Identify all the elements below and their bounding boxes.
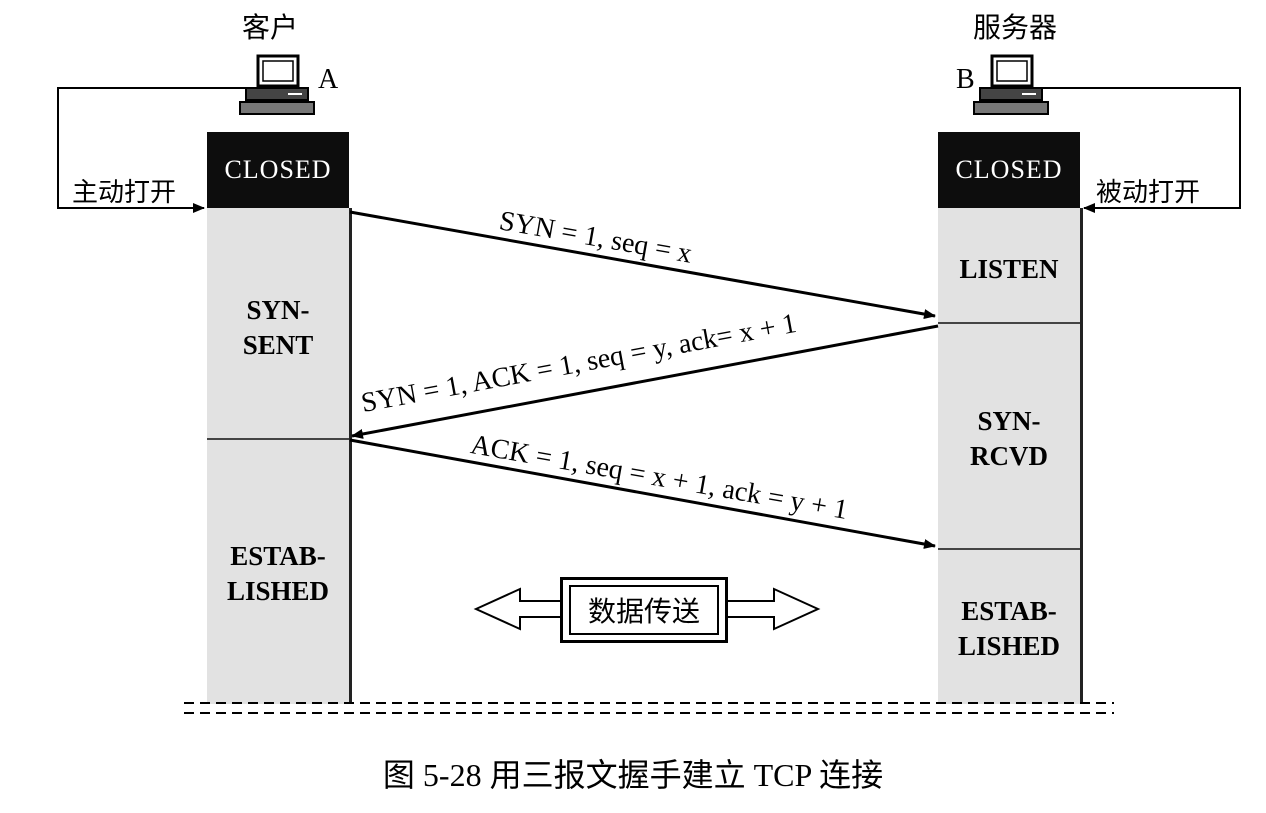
server-open-loop [1040,87,1241,213]
server-state-established: ESTAB- LISHED [957,595,1061,661]
server-computer-icon [973,54,1049,115]
server-timeline-column [938,208,1083,704]
server-state-divider [938,548,1080,550]
client-state-divider [207,438,349,440]
data-transfer-label: 数据传送 [569,585,719,635]
server-state-syn-rcvd: SYN- RCVD [970,405,1048,471]
data-arrow-right [725,587,821,631]
figure-caption: 图 5-28 用三报文握手建立 TCP 连接 [382,757,884,793]
client-timeline-column [207,208,352,704]
client-computer-icon [239,54,315,115]
message-arrow-syn-ack [351,324,939,439]
active-open-label: 主动打开 [72,178,177,207]
client-state-syn-sent: SYN- SENT [242,294,314,360]
client-letter: A [318,64,339,95]
passive-open-label: 被动打开 [1096,178,1201,207]
client-closed-state: CLOSED [207,132,349,208]
client-role-label: 客户 [241,13,298,44]
server-state-listen: LISTEN [959,254,1059,285]
client-state-established: ESTAB- LISHED [226,540,330,606]
server-role-label: 服务器 [972,13,1057,44]
data-arrow-left [473,587,563,631]
server-closed-state: CLOSED [938,132,1080,208]
server-letter: B [956,64,975,95]
client-open-loop [57,87,250,213]
message-arrow-syn [349,210,936,319]
server-state-divider [938,322,1080,324]
data-transfer-box: 数据传送 [560,577,728,643]
message-arrow-ack [349,438,936,549]
